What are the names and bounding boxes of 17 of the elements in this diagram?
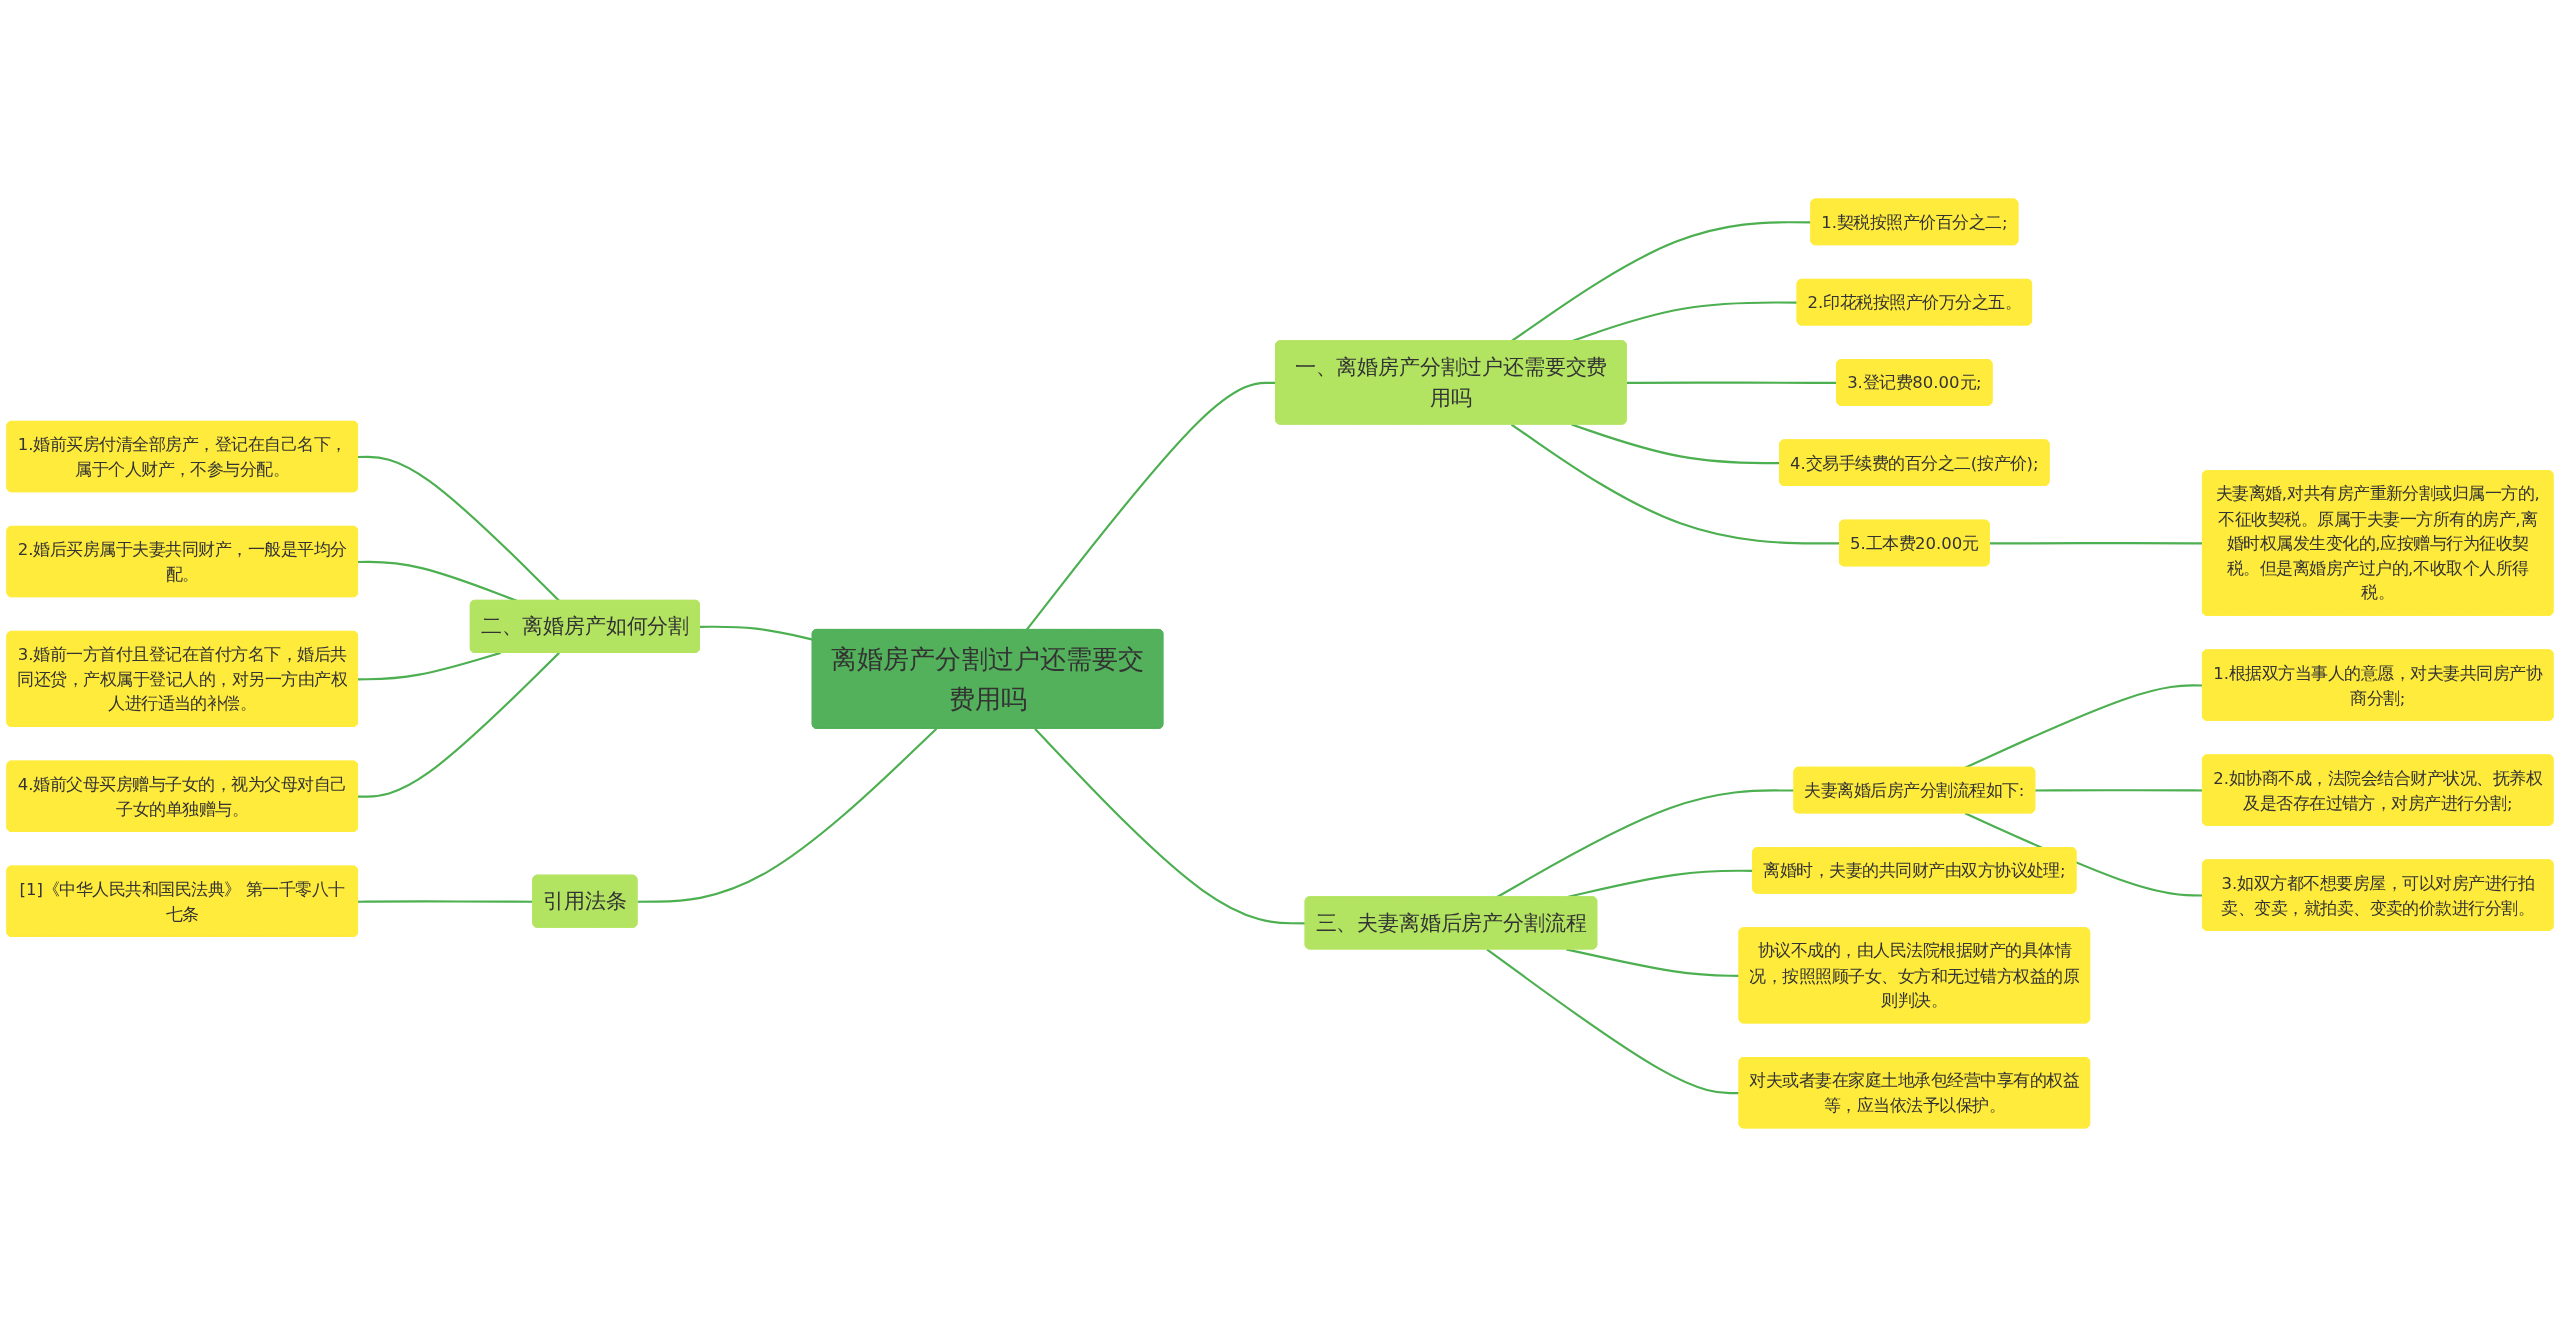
connector	[1964, 684, 2203, 769]
connector	[357, 455, 560, 602]
connector	[357, 652, 560, 798]
connector	[637, 728, 938, 903]
connector	[1571, 423, 1781, 465]
connector	[2035, 789, 2203, 792]
connector	[1025, 381, 1277, 631]
connector	[1486, 948, 1740, 1095]
connector	[1566, 948, 1740, 977]
connector	[1626, 381, 1838, 384]
connector	[357, 900, 534, 903]
connector	[1989, 542, 2203, 545]
connector	[357, 651, 501, 681]
connector	[1034, 728, 1306, 925]
connector	[357, 560, 518, 602]
connector	[1510, 423, 1840, 545]
connector	[699, 625, 813, 641]
